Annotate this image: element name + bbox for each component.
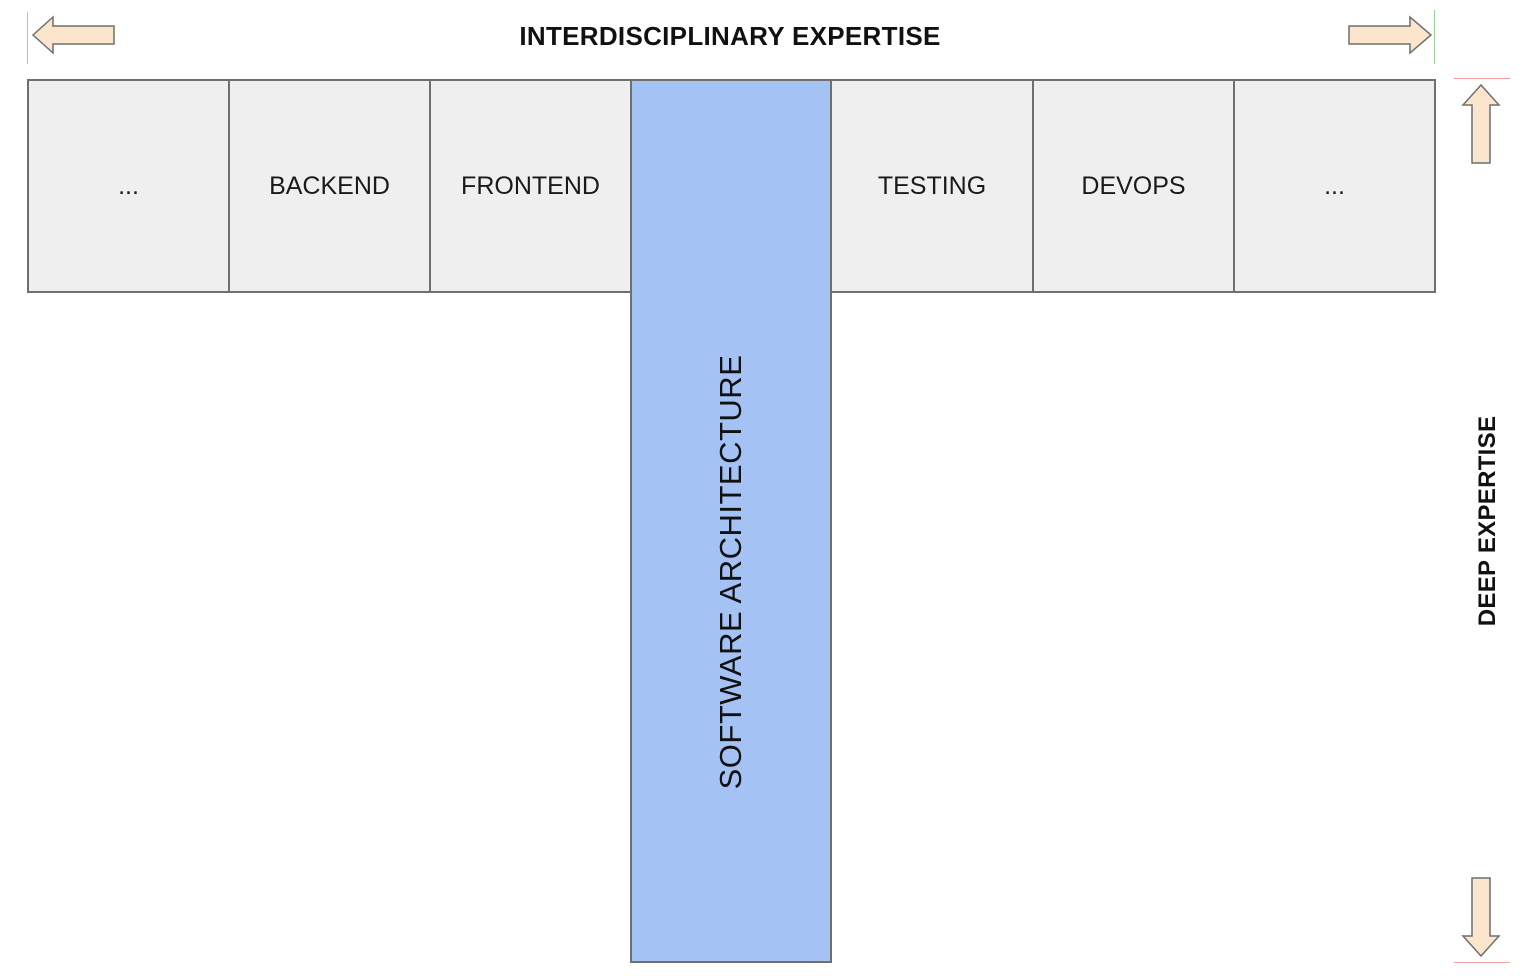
right-guide-line <box>1434 10 1435 64</box>
left-arrow-icon <box>31 15 115 55</box>
cell-frontend: FRONTEND <box>429 79 632 293</box>
deep-expertise-label: DEEP EXPERTISE <box>1474 415 1501 627</box>
interdisciplinary-expertise-label: INTERDISCIPLINARY EXPERTISE <box>519 21 941 51</box>
bottom-guide-line <box>1454 962 1510 963</box>
right-arrow-icon <box>1348 15 1433 55</box>
cell-devops: DEVOPS <box>1032 79 1235 293</box>
down-arrow-icon <box>1461 877 1501 958</box>
left-guide-line <box>27 12 28 64</box>
cell-label: ... <box>118 171 139 200</box>
cell-testing: TESTING <box>830 79 1034 293</box>
cell-ellipsis-left: ... <box>27 79 230 293</box>
up-arrow-icon <box>1461 83 1501 164</box>
cell-ellipsis-right: ... <box>1233 79 1436 293</box>
cell-label: BACKEND <box>269 171 390 200</box>
cell-backend: BACKEND <box>228 79 431 293</box>
software-architecture-label: SOFTWARE ARCHITECTURE <box>713 354 748 790</box>
cell-label: ... <box>1324 171 1345 200</box>
cell-label: DEVOPS <box>1081 171 1186 200</box>
cell-label: TESTING <box>877 171 987 200</box>
cell-label: FRONTEND <box>461 171 600 200</box>
software-architecture-pillar <box>630 79 832 963</box>
top-guide-line <box>1454 78 1510 79</box>
